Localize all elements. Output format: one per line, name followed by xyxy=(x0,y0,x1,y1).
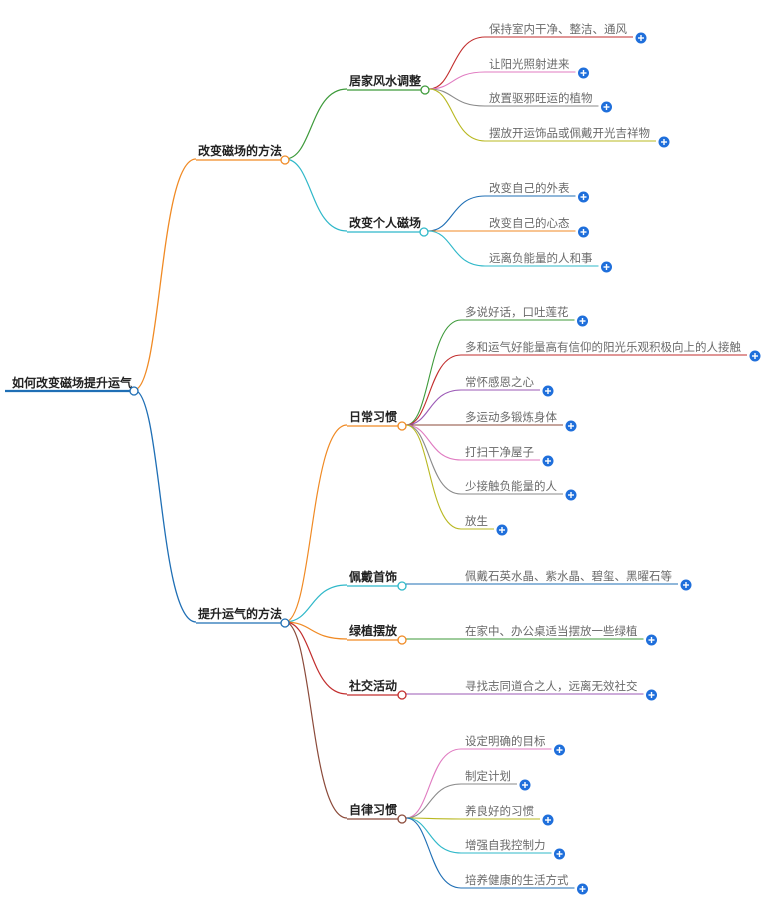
edge-branch-1-to-topic-3 xyxy=(284,621,348,695)
edge-branch-0-to-topic-1 xyxy=(284,158,348,232)
leaf-label-1-4-4: 培养健康的生活方式 xyxy=(465,873,569,887)
edge-topic-1-0-to-leaf-2 xyxy=(405,389,462,426)
edge-topic-1-4-to-leaf-1 xyxy=(405,783,462,819)
expand-button-1-0-2[interactable] xyxy=(542,385,554,397)
expand-button-1-0-3[interactable] xyxy=(565,420,577,432)
expand-button-0-0-3[interactable] xyxy=(658,136,670,148)
expand-button-1-0-1[interactable] xyxy=(749,350,761,362)
expand-button-1-2-0[interactable] xyxy=(646,634,657,646)
leaf-label-1-1-0: 佩戴石英水晶、紫水晶、碧玺、黑曜石等 xyxy=(465,569,672,583)
topic-collapse-dot-1-4[interactable] xyxy=(397,814,407,824)
edge-topic-0-0-to-leaf-3 xyxy=(428,88,486,142)
leaf-label-1-0-6: 放生 xyxy=(465,514,488,528)
topic-collapse-dot-1-3[interactable] xyxy=(397,690,407,700)
edge-root-to-branch-1 xyxy=(133,389,197,623)
leaf-label-1-2-0: 在家中、办公桌适当摆放一些绿植 xyxy=(465,624,638,638)
leaf-label-0-1-1: 改变自己的心态 xyxy=(489,216,570,230)
leaf-label-0-0-0: 保持室内干净、整洁、通风 xyxy=(489,22,627,36)
edge-branch-0-to-topic-0 xyxy=(284,88,348,160)
edge-topic-0-0-to-leaf-1 xyxy=(428,71,486,90)
topic-label-1-4: 自律习惯 xyxy=(349,803,398,817)
topic-label-0-1: 改变个人磁场 xyxy=(349,216,422,230)
branch-label-0: 改变磁场的方法 xyxy=(198,144,283,158)
leaf-label-1-4-2: 养良好的习惯 xyxy=(465,804,534,818)
edge-topic-1-0-to-leaf-5 xyxy=(405,424,462,495)
leaf-label-1-4-3: 增强自我控制力 xyxy=(465,838,546,852)
expand-button-1-0-6[interactable] xyxy=(496,524,508,536)
edge-topic-0-0-to-leaf-0 xyxy=(428,36,486,90)
expand-button-1-4-0[interactable] xyxy=(554,744,565,756)
expand-button-0-1-0[interactable] xyxy=(578,191,589,203)
topic-collapse-dot-1-2[interactable] xyxy=(397,635,407,645)
edge-topic-1-0-to-leaf-4 xyxy=(405,424,462,461)
branch-label-1: 提升运气的方法 xyxy=(198,607,283,621)
expand-button-1-0-5[interactable] xyxy=(565,489,577,501)
expand-button-1-4-4[interactable] xyxy=(577,883,588,895)
edge-topic-1-4-to-leaf-2 xyxy=(405,817,462,820)
leaf-label-1-0-1: 多和运气好能量高有信仰的阳光乐观积极向上的人接触 xyxy=(465,340,741,354)
edge-branch-1-to-topic-2 xyxy=(284,621,348,640)
topic-collapse-dot-0-0[interactable] xyxy=(420,85,430,95)
expand-button-1-4-1[interactable] xyxy=(519,779,531,791)
topic-collapse-dot-1-1[interactable] xyxy=(397,581,407,591)
edge-branch-1-to-topic-0 xyxy=(284,424,348,623)
edge-branch-1-to-topic-4 xyxy=(284,621,348,819)
root-node-label: 如何改变磁场提升运气 xyxy=(12,376,133,390)
leaf-label-0-1-0: 改变自己的外表 xyxy=(489,181,570,195)
edge-topic-0-0-to-leaf-2 xyxy=(428,88,486,107)
expand-button-0-0-2[interactable] xyxy=(601,101,612,113)
topic-label-0-0: 居家风水调整 xyxy=(349,74,422,88)
edge-branch-1-to-topic-1 xyxy=(284,584,348,623)
expand-button-1-1-0[interactable] xyxy=(680,579,692,591)
edge-topic-1-4-to-leaf-3 xyxy=(405,817,462,854)
root-collapse-dot[interactable] xyxy=(129,386,139,396)
expand-button-0-0-1[interactable] xyxy=(578,67,589,79)
expand-button-1-0-4[interactable] xyxy=(542,455,554,467)
topic-collapse-dot-0-1[interactable] xyxy=(419,227,429,237)
leaf-label-1-4-0: 设定明确的目标 xyxy=(465,734,546,748)
leaf-label-1-0-0: 多说好话，口吐莲花 xyxy=(465,305,569,319)
leaf-label-0-0-1: 让阳光照射进来 xyxy=(489,57,570,71)
edge-topic-1-4-to-leaf-0 xyxy=(405,748,462,819)
leaf-label-1-3-0: 寻找志同道合之人，远离无效社交 xyxy=(465,679,638,693)
topic-label-1-3: 社交活动 xyxy=(349,679,398,693)
leaf-label-1-0-4: 打扫干净屋子 xyxy=(465,445,534,459)
expand-button-1-4-2[interactable] xyxy=(542,814,554,826)
edge-topic-0-1-to-leaf-0 xyxy=(427,195,486,232)
topic-collapse-dot-1-0[interactable] xyxy=(397,421,407,431)
edge-topic-1-0-to-leaf-0 xyxy=(405,319,462,426)
expand-button-1-0-0[interactable] xyxy=(577,315,588,327)
expand-button-0-0-0[interactable] xyxy=(635,32,647,44)
edge-topic-0-1-to-leaf-2 xyxy=(427,230,486,267)
leaf-label-1-0-5: 少接触负能量的人 xyxy=(465,479,557,493)
edge-topic-1-0-to-leaf-1 xyxy=(405,354,462,426)
branch-collapse-dot-0[interactable] xyxy=(280,155,290,165)
expand-button-0-1-1[interactable] xyxy=(578,226,589,238)
expand-button-0-1-2[interactable] xyxy=(601,261,612,273)
leaf-label-0-0-2: 放置驱邪旺运的植物 xyxy=(489,91,593,105)
expand-button-1-4-3[interactable] xyxy=(554,848,565,860)
leaf-label-1-4-1: 制定计划 xyxy=(465,769,511,783)
leaf-label-0-0-3: 摆放开运饰品或佩戴开光吉祥物 xyxy=(489,126,650,140)
leaf-label-1-0-3: 多运动多锻炼身体 xyxy=(465,410,557,424)
edge-topic-1-0-to-leaf-6 xyxy=(405,424,462,530)
edge-root-to-branch-0 xyxy=(133,158,197,391)
topic-label-1-1: 佩戴首饰 xyxy=(349,570,398,584)
leaf-label-1-0-2: 常怀感恩之心 xyxy=(465,375,534,389)
expand-button-1-3-0[interactable] xyxy=(646,689,657,701)
edge-topic-1-4-to-leaf-4 xyxy=(405,817,462,889)
topic-label-1-2: 绿植摆放 xyxy=(349,624,398,638)
leaf-label-0-1-2: 远离负能量的人和事 xyxy=(489,251,593,265)
branch-collapse-dot-1[interactable] xyxy=(280,618,290,628)
topic-label-1-0: 日常习惯 xyxy=(349,410,398,424)
